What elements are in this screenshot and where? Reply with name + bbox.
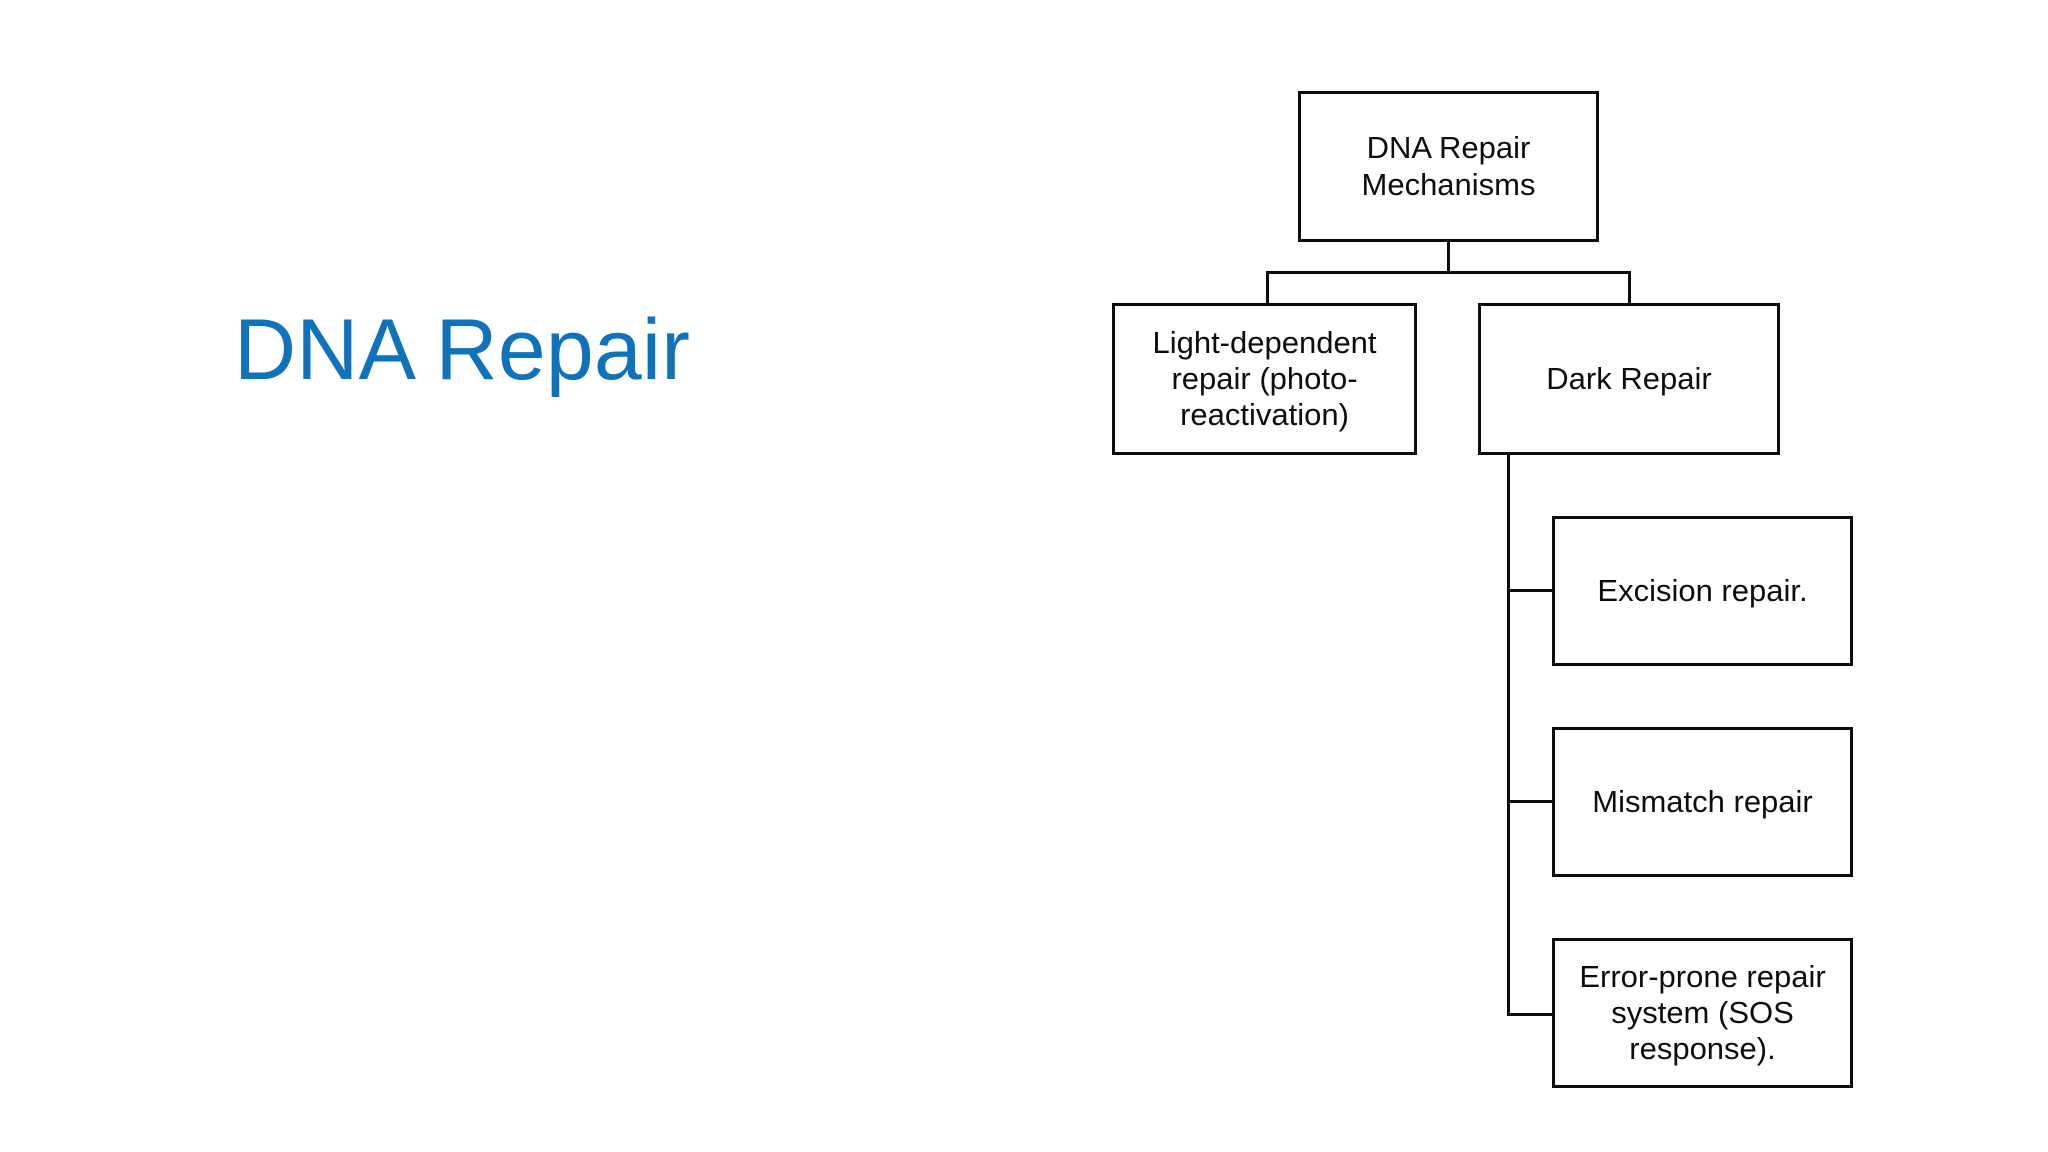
node-label: DNA Repair Mechanisms — [1361, 130, 1536, 202]
connector-dark-repair-trunk — [1507, 453, 1510, 1016]
connector-to-light-dependent — [1266, 271, 1269, 305]
node-label: Excision repair. — [1597, 572, 1808, 608]
connector-to-dark-repair — [1628, 271, 1631, 305]
node-label: Light-dependent repair (photo-reactivati… — [1152, 324, 1377, 433]
connector-to-mismatch-repair — [1507, 800, 1555, 803]
connector-to-sos-response — [1507, 1013, 1555, 1016]
connector-root-stub — [1447, 241, 1450, 273]
node-label: Mismatch repair — [1592, 783, 1813, 819]
node-dark-repair[interactable]: Dark Repair — [1478, 303, 1780, 455]
page-title: DNA Repair — [234, 302, 691, 398]
node-light-dependent-repair[interactable]: Light-dependent repair (photo-reactivati… — [1112, 303, 1417, 455]
node-sos-response[interactable]: Error-prone repair system (SOS response)… — [1552, 938, 1853, 1088]
connector-to-excision-repair — [1507, 589, 1555, 592]
node-excision-repair[interactable]: Excision repair. — [1552, 516, 1853, 666]
node-dna-repair-mechanisms[interactable]: DNA Repair Mechanisms — [1298, 91, 1599, 242]
node-label: Dark Repair — [1546, 360, 1712, 396]
connector-sibling-bar — [1266, 271, 1631, 274]
node-label: Error-prone repair system (SOS response)… — [1579, 958, 1826, 1067]
node-mismatch-repair[interactable]: Mismatch repair — [1552, 727, 1853, 877]
